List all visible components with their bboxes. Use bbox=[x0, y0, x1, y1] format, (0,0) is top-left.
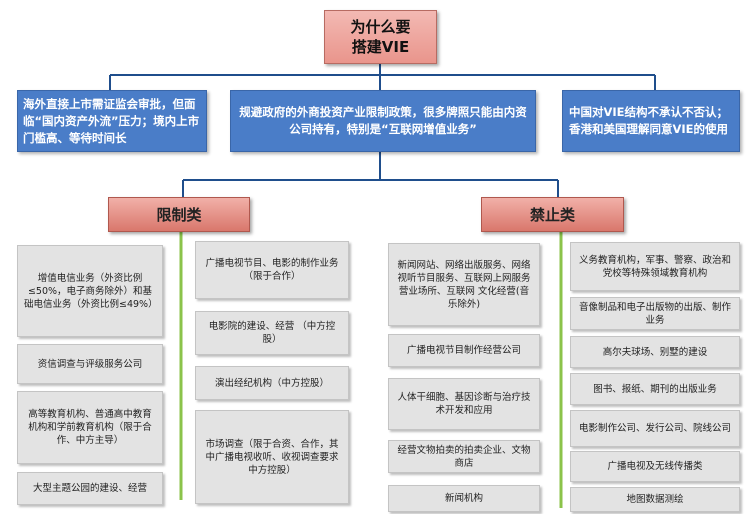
prohibited-item-stem-cell: 人体干细胞、基因诊断与治疗技术开发和应用 bbox=[388, 378, 540, 430]
restricted-item-cinema-text: 电影院的建设、经营 （中方控股） bbox=[208, 321, 336, 345]
restricted-item-broadcast-film-text: 广播电视节目、电影的制作业务（限于合作） bbox=[205, 258, 339, 282]
prohibited-item-news-agency: 新闻机构 bbox=[388, 485, 540, 512]
prohibited-item-broadcast-wireless-text: 广播电视及无线传播类 bbox=[607, 461, 703, 472]
restricted-item-theme-park-text: 大型主题公园的建设、经营 bbox=[32, 483, 147, 494]
prohibited-item-internet-news-text: 新闻网站、网络出版服务、网络视听节目服务、互联网上网服务营业场所、互联网 文化经… bbox=[397, 259, 531, 310]
category-prohibited: 禁止类 bbox=[481, 197, 624, 232]
prohibited-item-film-production-text: 电影制作公司、发行公司、院线公司 bbox=[578, 423, 731, 434]
prohibited-item-broadcast-production-text: 广播电视节目制作经营公司 bbox=[406, 345, 521, 356]
restricted-item-credit-rating: 资信调查与评级服务公司 bbox=[17, 344, 163, 384]
restricted-item-broadcast-film: 广播电视节目、电影的制作业务（限于合作） bbox=[195, 241, 349, 299]
reason-overseas-listing: 海外直接上市需证监会审批，但面临“国内资产外流”压力；境内上市门槛高、等待时间长 bbox=[17, 90, 207, 152]
root-title-line2: 搭建VIE bbox=[351, 38, 410, 56]
category-prohibited-title: 禁止类 bbox=[529, 206, 575, 224]
category-restricted-title: 限制类 bbox=[156, 206, 202, 224]
reason-foreign-investment: 规避政府的外商投资产业限制政策，很多牌照只能由内资公司持有，特别是“互联网增值业… bbox=[230, 90, 536, 152]
prohibited-item-audio-video-publishing-text: 音像制品和电子出版物的出版、制作业务 bbox=[578, 301, 731, 326]
prohibited-item-golf-villa: 高尔夫球场、别墅的建设 bbox=[570, 336, 740, 368]
reason-overseas-listing-text: 海外直接上市需证监会审批，但面临“国内资产外流”压力；境内上市门槛高、等待时间长 bbox=[23, 96, 200, 145]
restricted-item-market-research: 市场调查（限于合资、合作，其中广播电视收听、收视调查要求中方控股） bbox=[195, 410, 349, 504]
restricted-item-telecom: 增值电信业务（外资比例≤50%，电子商务除外）和基础电信业务（外资比例≤49%） bbox=[17, 245, 163, 337]
prohibited-item-map-surveying: 地图数据测绘 bbox=[570, 487, 740, 512]
restricted-item-cinema: 电影院的建设、经营 （中方控股） bbox=[195, 311, 349, 355]
reason-vie-recognition: 中国对VIE结构不承认不否认；香港和美国理解同意VIE的使用 bbox=[562, 90, 740, 152]
category-restricted: 限制类 bbox=[108, 197, 250, 232]
root-title-line1: 为什么要 bbox=[350, 18, 411, 36]
prohibited-item-broadcast-production: 广播电视节目制作经营公司 bbox=[388, 334, 540, 367]
prohibited-item-map-surveying-text: 地图数据测绘 bbox=[626, 494, 684, 505]
root-node: 为什么要 搭建VIE bbox=[324, 10, 437, 64]
restricted-item-credit-rating-text: 资信调查与评级服务公司 bbox=[37, 358, 143, 370]
prohibited-item-golf-villa-text: 高尔夫球场、别墅的建设 bbox=[602, 346, 708, 358]
prohibited-item-compulsory-education: 义务教育机构，军事、警察、政治和党校等特殊领域教育机构 bbox=[570, 242, 740, 291]
restricted-item-theme-park: 大型主题公园的建设、经营 bbox=[17, 472, 163, 505]
prohibited-item-broadcast-wireless: 广播电视及无线传播类 bbox=[570, 451, 740, 482]
prohibited-item-film-production: 电影制作公司、发行公司、院线公司 bbox=[570, 410, 740, 447]
restricted-item-education: 高等教育机构、普通高中教育机构和学前教育机构（限于合作、中方主导） bbox=[17, 391, 163, 464]
prohibited-item-stem-cell-text: 人体干细胞、基因诊断与治疗技术开发和应用 bbox=[397, 392, 531, 416]
restricted-item-education-text: 高等教育机构、普通高中教育机构和学前教育机构（限于合作、中方主导） bbox=[28, 409, 152, 446]
restricted-item-performance-agency-text: 演出经纪机构（中方控股） bbox=[214, 377, 329, 389]
prohibited-item-cultural-relics-text: 经营文物拍卖的拍卖企业、文物商店 bbox=[397, 444, 531, 469]
restricted-item-performance-agency: 演出经纪机构（中方控股） bbox=[195, 366, 349, 400]
restricted-item-market-research-text: 市场调查（限于合资、合作，其中广播电视收听、收视调查要求中方控股） bbox=[205, 438, 339, 476]
prohibited-item-book-publishing-text: 图书、报纸、期刊的出版业务 bbox=[593, 383, 717, 395]
prohibited-item-internet-news: 新闻网站、网络出版服务、网络视听节目服务、互联网上网服务营业场所、互联网 文化经… bbox=[388, 243, 540, 326]
prohibited-item-news-agency-text: 新闻机构 bbox=[444, 493, 483, 504]
reason-vie-recognition-text: 中国对VIE结构不承认不否认；香港和美国理解同意VIE的使用 bbox=[569, 105, 729, 136]
prohibited-item-audio-video-publishing: 音像制品和电子出版物的出版、制作业务 bbox=[570, 297, 740, 330]
restricted-item-telecom-text: 增值电信业务（外资比例≤50%，电子商务除外）和基础电信业务（外资比例≤49%） bbox=[24, 272, 158, 310]
prohibited-item-book-publishing: 图书、报纸、期刊的出版业务 bbox=[570, 373, 740, 405]
reason-foreign-investment-text: 规避政府的外商投资产业限制政策，很多牌照只能由内资公司持有，特别是“互联网增值业… bbox=[239, 105, 527, 136]
prohibited-item-cultural-relics: 经营文物拍卖的拍卖企业、文物商店 bbox=[388, 440, 540, 473]
prohibited-item-compulsory-education-text: 义务教育机构，军事、警察、政治和党校等特殊领域教育机构 bbox=[578, 254, 731, 279]
